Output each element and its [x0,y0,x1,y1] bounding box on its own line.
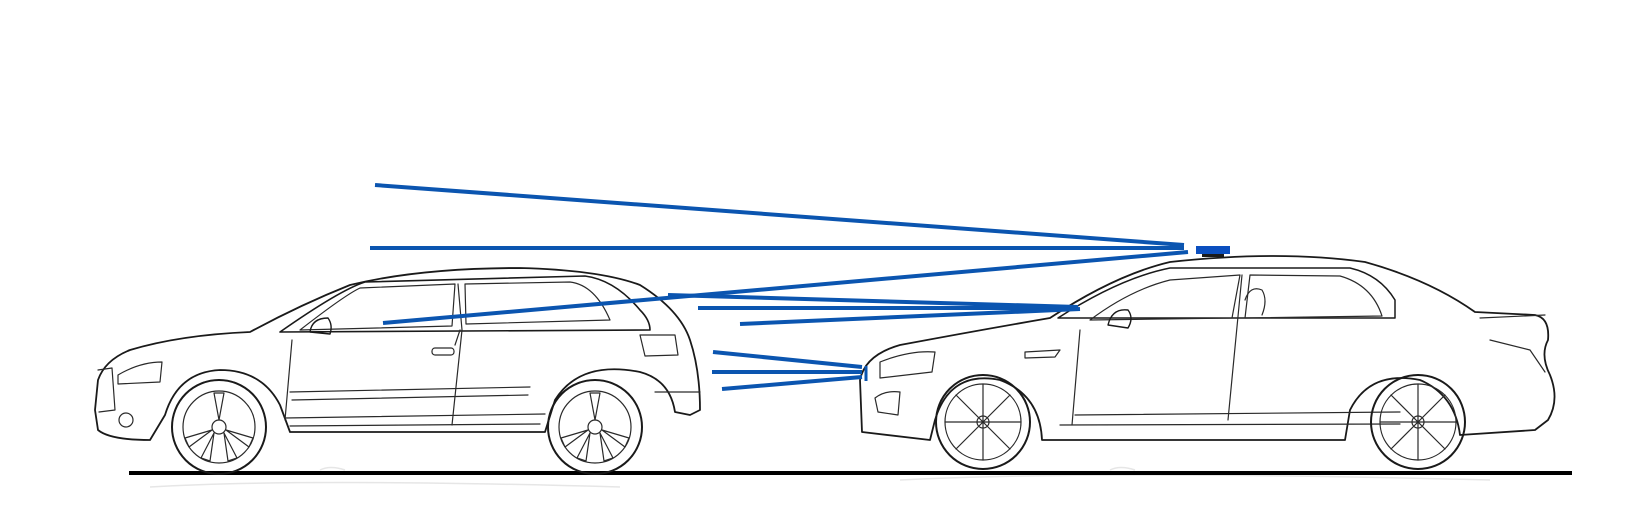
hatchback-window-frame [279,275,651,333]
hatchback-front-window [299,283,456,331]
hatchback-front-wheel [171,379,267,475]
beam-windshield-lower [739,307,1081,326]
roof-lightbar [1196,246,1230,254]
sedan-body [859,255,1556,441]
hatchback-rear-window [464,281,611,325]
hatchback-rear-wheel [547,379,643,475]
sedan-window-frame [1057,267,1396,319]
sedan-rear-wheel [1370,374,1466,470]
beam-bumper-upper [712,350,863,369]
sensor-beams [370,183,1189,391]
hatchback-car [94,267,701,475]
beam-roof-upper [374,183,1185,247]
beam-roof-lower [382,250,1189,325]
ground-reflections [149,466,1491,488]
sedan-car [859,246,1556,470]
beam-windshield-upper [667,293,1079,309]
hatchback-body [94,267,701,441]
beam-bumper-lower [721,375,863,391]
sedan-front-wheel [935,374,1031,470]
